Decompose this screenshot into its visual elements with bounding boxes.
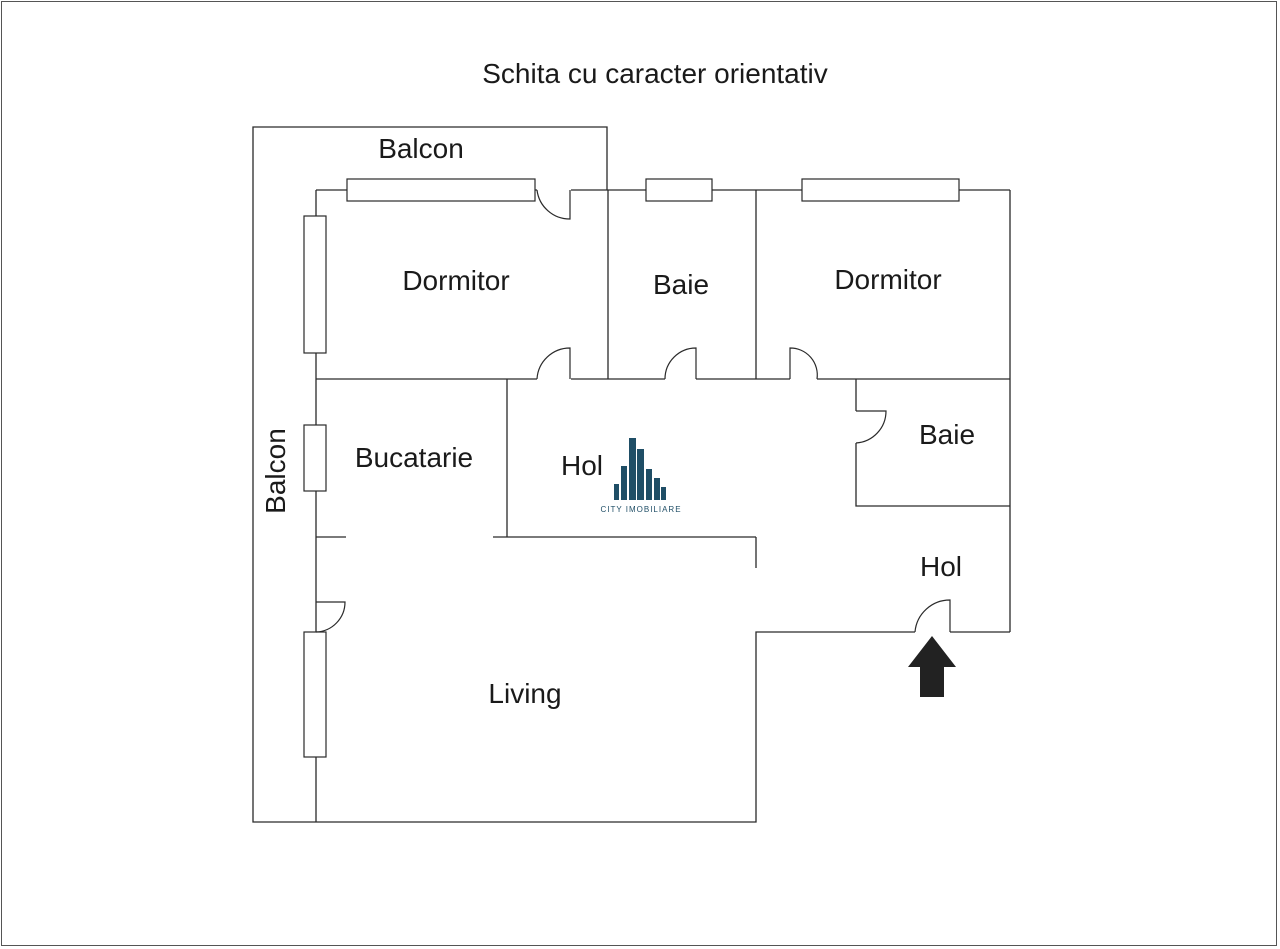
label-dormitor-1: Dormitor: [402, 265, 509, 296]
door-baie-2: [855, 410, 887, 444]
door-baie-1: [664, 347, 697, 380]
door-dormitor-2: [789, 347, 818, 380]
window-living: [303, 631, 327, 758]
windows: [303, 178, 960, 758]
label-living: Living: [488, 678, 561, 709]
window-bucatarie: [303, 424, 327, 492]
label-hol-1: Hol: [561, 450, 603, 481]
window-dormitor-2: [801, 178, 960, 202]
window-dormitor-1: [346, 178, 536, 202]
door-entrance: [914, 599, 951, 633]
city-imobiliare-logo: CITY IMOBILIARE: [600, 438, 681, 514]
door-balcon: [536, 189, 571, 220]
sketch-title: Schita cu caracter orientativ: [482, 58, 828, 89]
label-dormitor-2: Dormitor: [834, 264, 941, 295]
label-balcon-top: Balcon: [378, 133, 464, 164]
entrance-arrow-icon: [908, 636, 956, 697]
label-bucatarie: Bucatarie: [355, 442, 473, 473]
balcony-outline: [252, 126, 608, 823]
window-dormitor-1-side: [303, 215, 327, 354]
doors: [315, 189, 951, 633]
window-baie-1: [645, 178, 713, 202]
door-dormitor-1: [536, 347, 571, 380]
label-balcon-left: Balcon: [260, 428, 291, 514]
label-hol-2: Hol: [920, 551, 962, 582]
label-baie-1: Baie: [653, 269, 709, 300]
logo-text: CITY IMOBILIARE: [600, 505, 681, 514]
door-living-balcon: [315, 601, 346, 633]
label-baie-2: Baie: [919, 419, 975, 450]
